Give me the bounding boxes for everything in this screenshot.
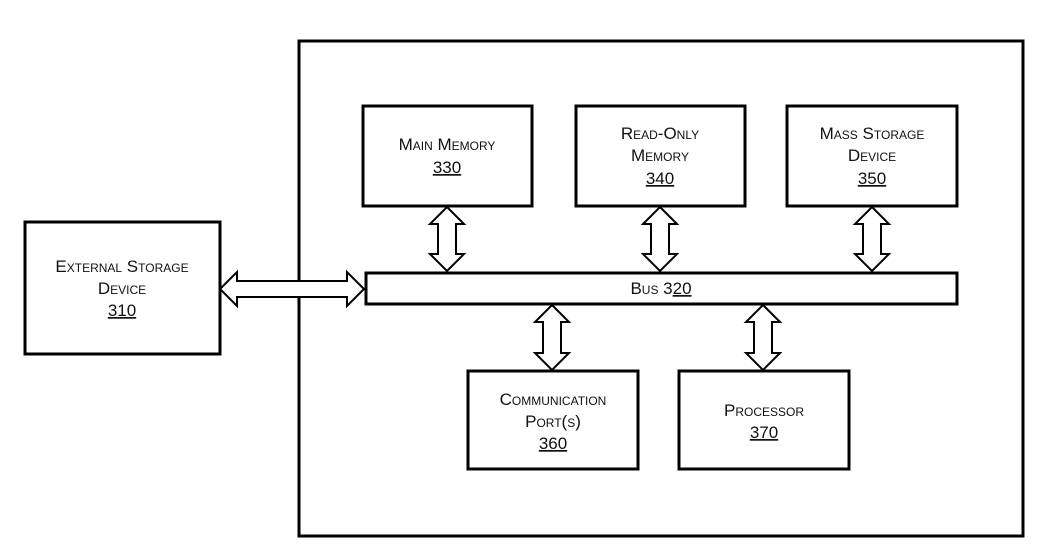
comm-ports-block: Communication Port(s) 360	[468, 371, 638, 469]
main-memory-label: Main Memory	[399, 135, 496, 154]
comm-ports-ref: 360	[539, 434, 567, 453]
processor-ref: 370	[750, 423, 778, 442]
comm-ports-label-1: Communication	[500, 390, 607, 409]
external-storage-ref: 310	[108, 301, 136, 320]
bus-label: Bus 320	[630, 279, 691, 298]
mass-storage-ref: 350	[858, 169, 886, 188]
processor-label: Processor	[724, 401, 804, 420]
rom-ref: 340	[646, 169, 674, 188]
mass-storage-label-1: Mass Storage	[820, 124, 925, 143]
bus-block: Bus 320	[366, 273, 957, 304]
main-memory-ref: 330	[433, 158, 461, 177]
rom-label-1: Read-Only	[621, 124, 699, 143]
mass-storage-label-2: Device	[848, 146, 896, 165]
external-storage-label-1: External Storage	[55, 257, 188, 276]
rom-label-2: Memory	[631, 146, 689, 165]
processor-block: Processor 370	[679, 371, 849, 469]
external-storage-label-2: Device	[98, 279, 146, 298]
bus-label-ref: 20	[673, 279, 692, 298]
mass-storage-block: Mass Storage Device 350	[787, 106, 957, 206]
bus-label-text: Bus 3	[630, 279, 672, 298]
external-storage-block: External Storage Device 310	[25, 222, 220, 354]
main-memory-block: Main Memory 330	[363, 106, 532, 206]
comm-ports-label-2: Port(s)	[525, 412, 581, 431]
rom-block: Read-Only Memory 340	[576, 106, 745, 206]
